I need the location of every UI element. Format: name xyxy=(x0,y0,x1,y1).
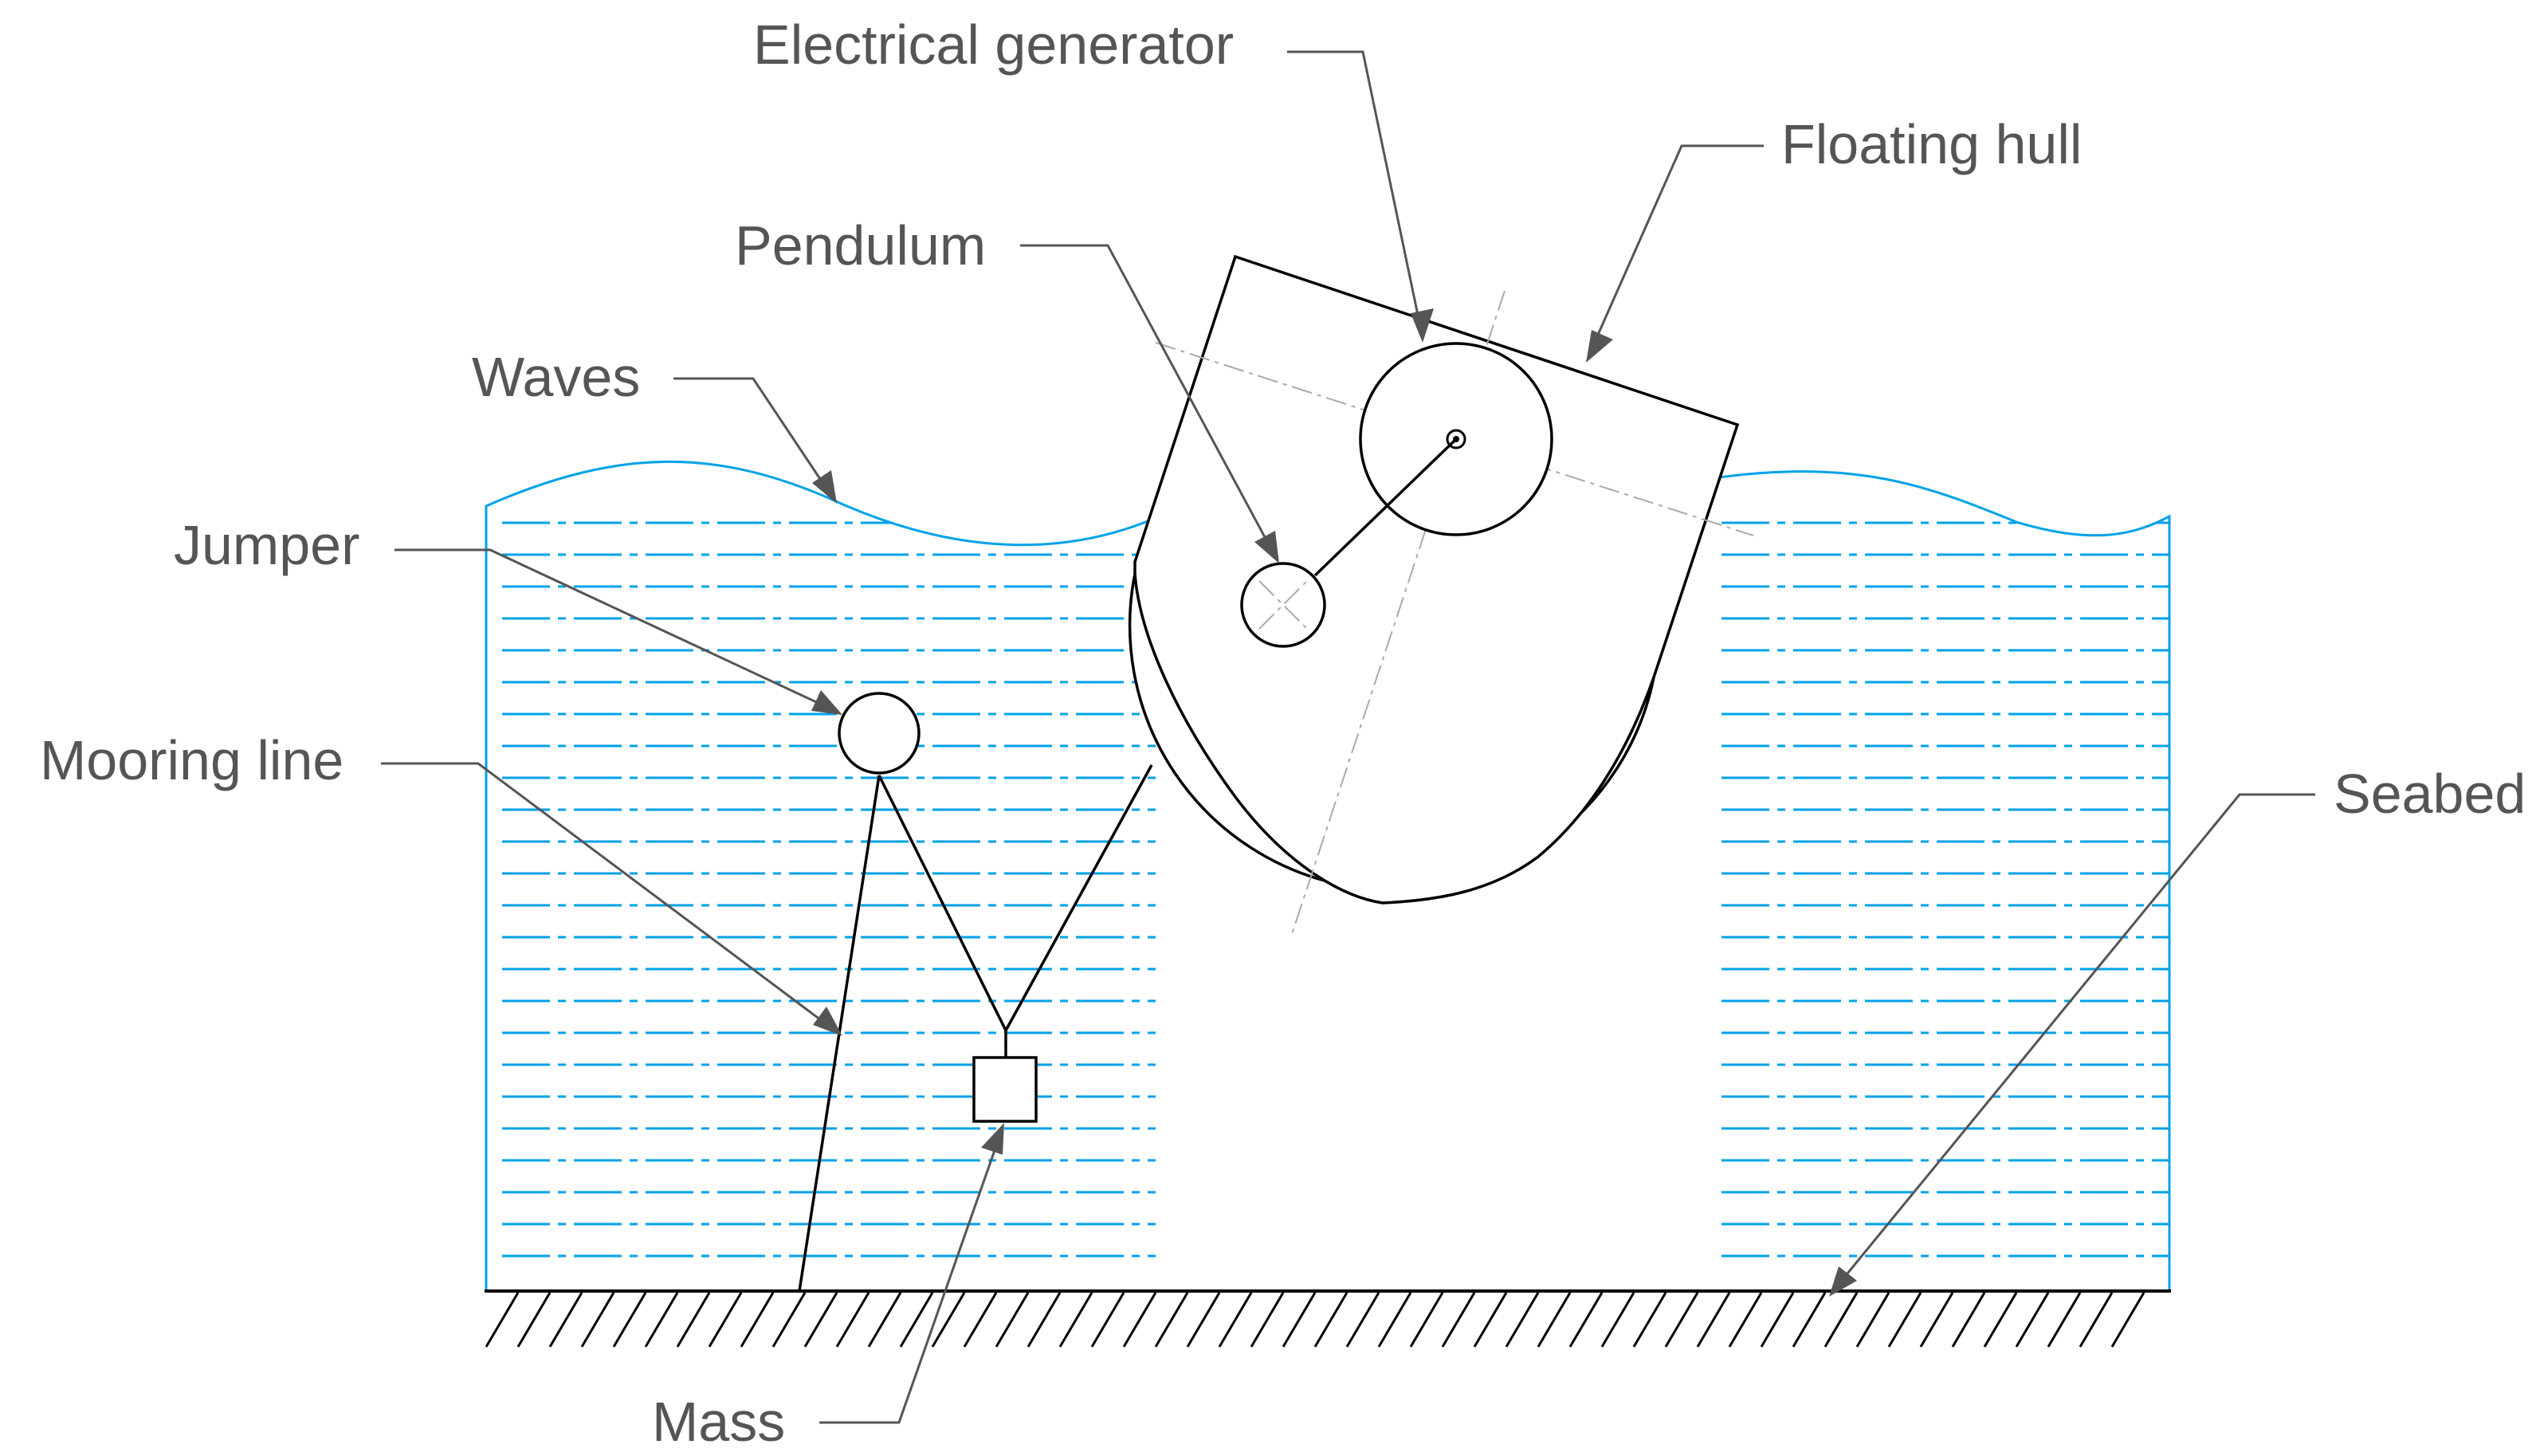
leader-pendulum xyxy=(1020,244,1278,559)
seabed-hatch-stroke xyxy=(1313,1292,1348,1348)
seabed-hatch-stroke xyxy=(1664,1292,1699,1348)
seabed-hatch-stroke xyxy=(1537,1292,1572,1348)
seabed-hatch-stroke xyxy=(2110,1292,2145,1348)
seabed-hatch-stroke xyxy=(1760,1292,1795,1348)
seabed-hatch-stroke xyxy=(1792,1292,1827,1348)
waves-surface-right xyxy=(1713,470,2171,1291)
waves-surface xyxy=(485,460,1156,1291)
arrowhead-jumper xyxy=(811,690,842,715)
seabed-hatch-stroke xyxy=(1345,1292,1380,1348)
seabed-hatching xyxy=(485,1292,2145,1348)
seabed-hatch-stroke xyxy=(1600,1292,1635,1348)
label-jumper: Jumper xyxy=(174,514,359,576)
seabed-hatch-stroke xyxy=(612,1292,647,1348)
leader-jumper xyxy=(395,548,838,713)
seabed-hatch-stroke xyxy=(1409,1292,1444,1348)
seabed-hatch-stroke xyxy=(963,1292,998,1348)
seabed-hatch-stroke xyxy=(516,1292,552,1348)
seabed-hatch-stroke xyxy=(548,1292,583,1348)
seabed-hatch-stroke xyxy=(1919,1292,1954,1348)
seabed-hatch-stroke xyxy=(1122,1292,1157,1348)
pendulum xyxy=(1240,562,1326,648)
arrowhead-pendulum xyxy=(1254,531,1279,563)
seabed-hatch-stroke xyxy=(708,1292,743,1348)
seabed-hatch-stroke xyxy=(1568,1292,1604,1348)
arrowhead-electrical-generator xyxy=(1411,308,1434,343)
seabed-hatch-stroke xyxy=(1282,1292,1317,1348)
seabed-hatch-stroke xyxy=(1696,1292,1731,1348)
seabed-hatch-stroke xyxy=(485,1292,520,1348)
seabed-hatch-stroke xyxy=(676,1292,711,1348)
seabed-hatch-stroke xyxy=(1823,1292,1859,1348)
seabed-hatch-stroke xyxy=(1027,1292,1062,1348)
arrowhead-floating-hull xyxy=(1586,330,1613,363)
label-waves: Waves xyxy=(472,346,640,408)
pendulum-arm xyxy=(1313,438,1458,577)
seabed-hatch-stroke xyxy=(1090,1292,1125,1348)
jumper-line xyxy=(877,775,1007,1031)
seabed-hatch-stroke xyxy=(1154,1292,1189,1348)
mass xyxy=(972,1056,1038,1123)
leader-floating-hull xyxy=(1587,144,1764,357)
arrowhead-mass xyxy=(981,1123,1004,1155)
pendulum-crosshair-1 xyxy=(1258,580,1308,630)
seabed-hatch-stroke xyxy=(1728,1292,1763,1348)
seabed-hatch-stroke xyxy=(1441,1292,1476,1348)
seabed-hatch-stroke xyxy=(2047,1292,2082,1348)
seabed-hatch-stroke xyxy=(867,1292,902,1348)
arrowhead-seabed xyxy=(1829,1266,1857,1297)
seabed-hatch-stroke xyxy=(1632,1292,1667,1348)
mooring-line-to-hull xyxy=(1004,764,1153,1031)
seabed-hatch-stroke xyxy=(1473,1292,1508,1348)
seabed-hatch-stroke xyxy=(1186,1292,1221,1348)
seabed-hatch-stroke xyxy=(1058,1292,1093,1348)
seabed-hatch-stroke xyxy=(1951,1292,1986,1348)
leader-electrical-generator xyxy=(1287,50,1424,339)
seabed-hatch-stroke xyxy=(899,1292,934,1348)
label-mass: Mass xyxy=(652,1391,785,1453)
seabed xyxy=(485,1289,2171,1348)
label-floating-hull: Floating hull xyxy=(1781,113,2082,175)
leader-waves xyxy=(673,377,834,499)
seabed-hatch-stroke xyxy=(644,1292,679,1348)
seabed-hatch-stroke xyxy=(2015,1292,2050,1348)
arrowhead-waves xyxy=(812,470,837,504)
leader-mooring-line xyxy=(381,762,838,1034)
seabed-hatch-stroke xyxy=(1505,1292,1540,1348)
leader-mass xyxy=(819,1127,1004,1424)
seabed-hatch-stroke xyxy=(1377,1292,1412,1348)
seabed-hatch-stroke xyxy=(1855,1292,1890,1348)
pendulum-crosshair-2 xyxy=(1258,580,1308,630)
seabed-hatch-stroke xyxy=(931,1292,966,1348)
label-electrical-generator: Electrical generator xyxy=(753,14,1234,76)
seabed-hatch-stroke xyxy=(803,1292,838,1348)
arrowhead-mooring-line xyxy=(813,1007,842,1036)
label-pendulum: Pendulum xyxy=(735,214,986,277)
label-mooring-line: Mooring line xyxy=(40,729,343,791)
seabed-hatch-stroke xyxy=(1218,1292,1253,1348)
seabed-hatch-stroke xyxy=(771,1292,807,1348)
seabed-hatch-stroke xyxy=(995,1292,1030,1348)
seabed-hatch-stroke xyxy=(1887,1292,1922,1348)
floating-hull-bottom xyxy=(1133,573,1655,905)
seabed-hatch-stroke xyxy=(580,1292,615,1348)
leader-seabed xyxy=(1831,793,2315,1292)
seabed-hatch-stroke xyxy=(1250,1292,1285,1348)
label-seabed: Seabed xyxy=(2334,763,2526,825)
jumper xyxy=(838,692,921,775)
seabed-hatch-stroke xyxy=(1983,1292,2018,1348)
seabed-hatch-stroke xyxy=(835,1292,870,1348)
seabed-hatch-stroke xyxy=(740,1292,775,1348)
seabed-hatch-stroke xyxy=(2079,1292,2114,1348)
leaders xyxy=(381,50,2315,1424)
